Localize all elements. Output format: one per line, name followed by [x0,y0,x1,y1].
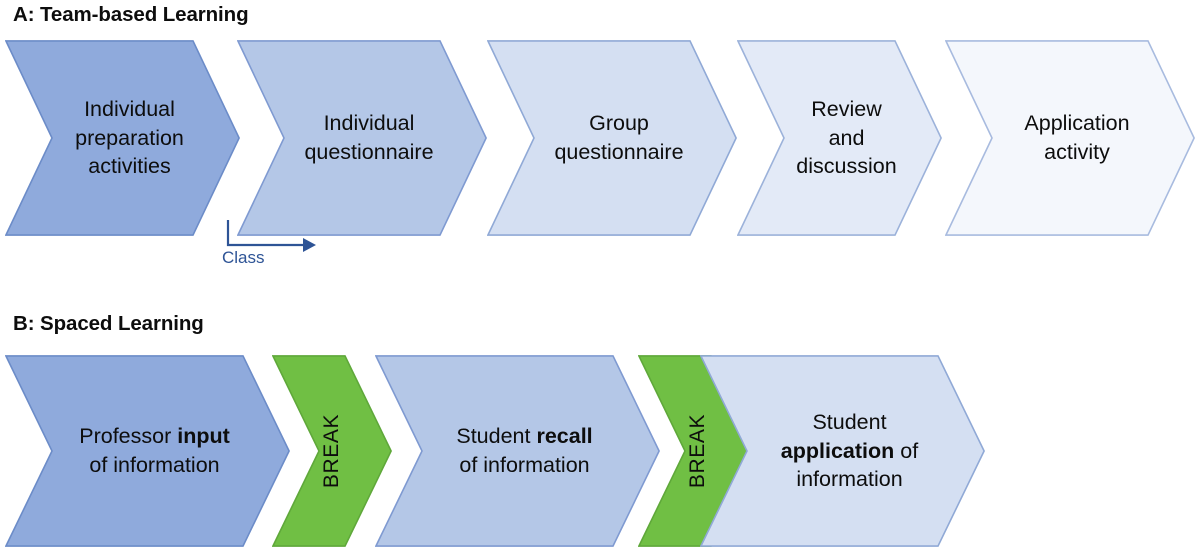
chevron-label: BREAK [320,413,344,489]
panel-b-title: B: Spaced Learning [13,312,204,335]
panel-a-title: A: Team-based Learning [13,3,249,26]
chevron-shape [945,40,1195,236]
class-label: Class [222,248,265,267]
chevron-shape [237,40,487,236]
class-marker: Class [190,218,330,278]
chevron-shape [5,40,240,236]
chevron-shape [272,355,392,547]
chevron-break-1[interactable]: BREAK [272,355,392,547]
chevron-shape [487,40,737,236]
chevron-shape [375,355,660,547]
chevron-shape [737,40,942,236]
chevron-shape [5,355,290,547]
arrow-right-icon [226,220,316,252]
chevron-shape [700,355,985,547]
